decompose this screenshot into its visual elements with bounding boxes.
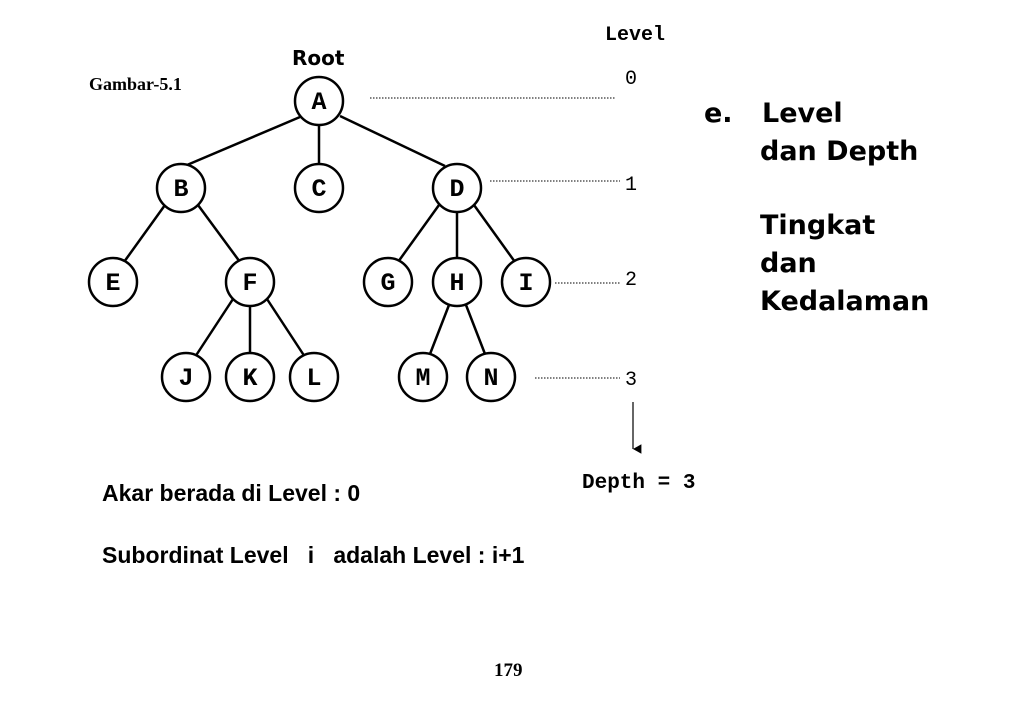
node-c: C	[293, 162, 345, 214]
tree-edges	[122, 114, 517, 358]
node-l: L	[288, 351, 340, 403]
node-label: A	[311, 88, 326, 117]
edge-d-i	[472, 204, 517, 263]
node-b: B	[155, 162, 207, 214]
level-number-0: 0	[625, 68, 638, 91]
node-label: L	[306, 364, 321, 393]
node-f: F	[224, 256, 276, 308]
node-label: N	[483, 364, 498, 393]
title-line-3: Tingkat	[760, 210, 876, 241]
title-line-4: dan	[760, 248, 817, 279]
title-line-1: Level	[762, 98, 843, 129]
edge-h-m	[428, 304, 451, 355]
node-label: B	[173, 175, 188, 204]
node-i: I	[500, 256, 552, 308]
title-line-5: Kedalaman	[760, 286, 930, 317]
node-label: J	[178, 364, 193, 393]
node-k: K	[224, 351, 276, 403]
depth-label: Depth = 3	[582, 472, 696, 495]
node-a: A	[293, 75, 345, 127]
node-label: M	[415, 364, 430, 393]
level-number-1: 1	[625, 174, 638, 197]
node-label: F	[242, 269, 257, 298]
root-label: Root	[292, 46, 345, 70]
node-label: C	[311, 175, 326, 204]
level-header: Level	[605, 24, 666, 47]
figure-label: Gambar-5.1	[89, 74, 182, 94]
note-line-2: Subordinat Level i adalah Level : i+1	[102, 542, 525, 568]
node-label: E	[105, 269, 120, 298]
node-label: D	[449, 175, 464, 204]
title-line-2: dan Depth	[760, 136, 919, 167]
page-number: 179	[494, 660, 523, 681]
edge-d-g	[396, 204, 441, 263]
node-label: I	[518, 269, 533, 298]
edge-h-n	[464, 304, 487, 355]
node-m: M	[397, 351, 449, 403]
edge-f-l	[265, 298, 307, 358]
level-guides	[370, 97, 620, 379]
node-g: G	[362, 256, 414, 308]
level-number-3: 3	[625, 369, 638, 392]
node-label: K	[242, 364, 257, 393]
edge-a-b	[186, 115, 301, 167]
edge-b-f	[196, 204, 242, 263]
node-n: N	[465, 351, 517, 403]
node-h: H	[431, 256, 483, 308]
title-letter: e.	[704, 98, 733, 129]
node-label: G	[380, 269, 395, 298]
node-d: D	[431, 162, 483, 214]
node-e: E	[87, 256, 139, 308]
edge-a-d	[339, 114, 446, 168]
node-label: H	[449, 269, 464, 298]
level-number-2: 2	[625, 269, 638, 292]
edge-f-j	[193, 298, 235, 358]
node-j: J	[160, 351, 212, 403]
edge-b-e	[122, 204, 167, 263]
note-line-1: Akar berada di Level : 0	[102, 480, 361, 506]
